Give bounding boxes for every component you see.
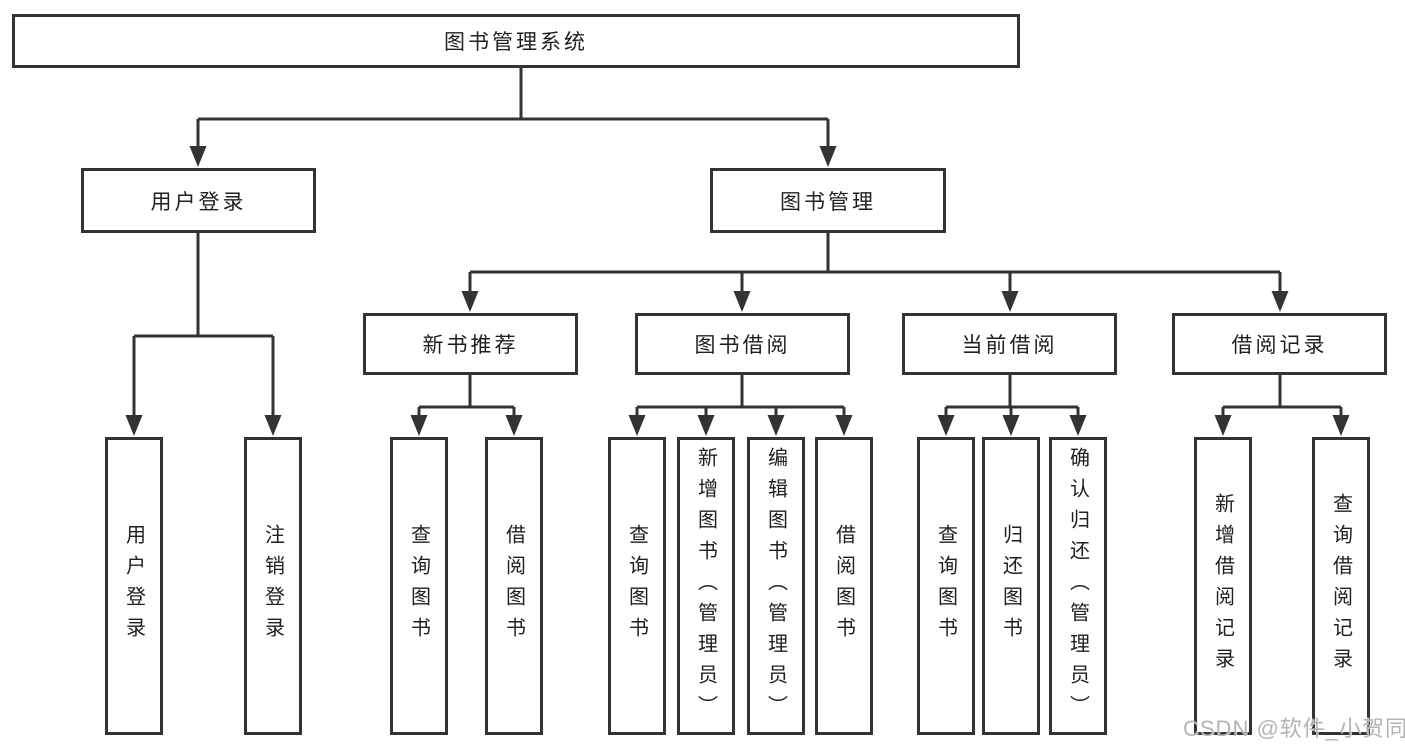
- edges-book-borrowing: [628, 375, 853, 436]
- node-label: 借阅记录: [1231, 334, 1328, 357]
- node-book-management: 图书管理: [710, 168, 946, 233]
- node-label: 确认归还（管理员）: [1066, 446, 1089, 726]
- leaf-logout: 注销登录: [244, 437, 302, 735]
- edges-user-login: [125, 233, 282, 436]
- node-label: 图书管理系统: [444, 31, 588, 54]
- node-label: 归还图书: [999, 524, 1022, 648]
- node-label: 新增图书（管理员）: [694, 446, 717, 726]
- leaf-borrow-books-recommend: 借阅图书: [485, 437, 543, 735]
- node-label: 借阅图书: [832, 524, 855, 648]
- leaf-query-books-current: 查询图书: [917, 437, 975, 735]
- edges-book-management: [461, 233, 1289, 312]
- leaf-query-books-recommend: 查询图书: [390, 437, 448, 735]
- node-label: 注销登录: [261, 524, 284, 648]
- leaf-confirm-return-admin: 确认归还（管理员）: [1049, 437, 1107, 735]
- node-book-management-system: 图书管理系统: [12, 14, 1020, 68]
- node-label: 用户登录: [150, 190, 247, 214]
- leaf-return-books: 归还图书: [982, 437, 1040, 735]
- leaf-query-books-borrowing: 查询图书: [608, 437, 666, 735]
- leaf-add-borrow-record: 新增借阅记录: [1194, 437, 1252, 735]
- node-label: 用户登录: [122, 524, 145, 648]
- node-label: 查询图书: [407, 524, 430, 648]
- node-current-borrowing: 当前借阅: [902, 313, 1117, 375]
- leaf-edit-books-admin: 编辑图书（管理员）: [747, 437, 805, 735]
- node-book-borrowing: 图书借阅: [635, 313, 850, 375]
- node-label: 借阅图书: [502, 524, 525, 648]
- node-label: 编辑图书（管理员）: [764, 446, 787, 726]
- node-label: 查询图书: [934, 524, 957, 648]
- watermark: CSDN @软件_小贺同学: [1183, 716, 1405, 741]
- leaf-add-books-admin: 新增图书（管理员）: [677, 437, 735, 735]
- node-borrow-records: 借阅记录: [1172, 313, 1387, 375]
- leaf-user-login: 用户登录: [105, 437, 163, 735]
- node-label: 查询图书: [625, 524, 648, 648]
- edges-new-book-recommendation: [410, 375, 523, 436]
- edges-current-borrowing: [937, 375, 1087, 436]
- node-label: 新增借阅记录: [1211, 493, 1234, 679]
- node-label: 新书推荐: [422, 334, 519, 357]
- node-label: 查询借阅记录: [1329, 493, 1352, 679]
- leaf-query-borrow-record: 查询借阅记录: [1312, 437, 1370, 735]
- node-label: 当前借阅: [961, 334, 1058, 357]
- node-label: 图书借阅: [694, 334, 791, 357]
- edges-root: [189, 68, 837, 167]
- leaf-borrow-books-borrowing: 借阅图书: [815, 437, 873, 735]
- node-label: 图书管理: [780, 190, 876, 214]
- node-new-book-recommendation: 新书推荐: [363, 313, 578, 375]
- edges-borrow-records: [1214, 375, 1350, 436]
- node-user-login: 用户登录: [81, 168, 316, 233]
